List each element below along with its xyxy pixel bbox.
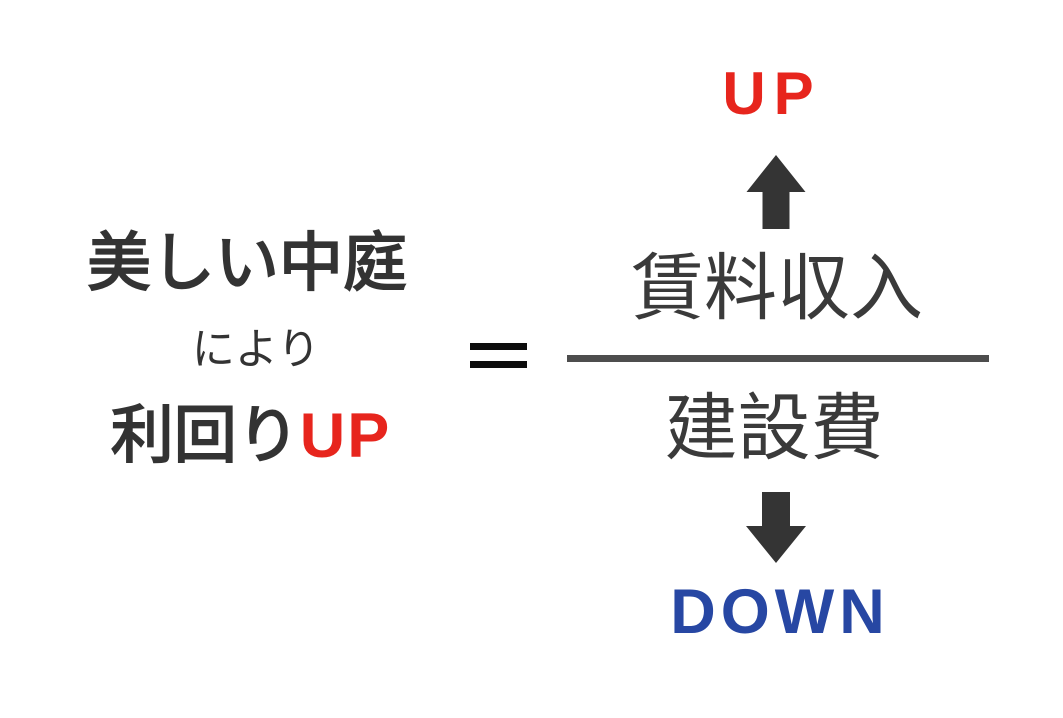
equals-top-bar xyxy=(470,343,527,350)
denominator-trend-label: DOWN xyxy=(670,577,890,647)
fraction-line xyxy=(567,355,989,362)
numerator-trend-label: UP xyxy=(722,60,822,127)
equals-bottom-bar xyxy=(470,361,527,368)
up-arrow-icon xyxy=(746,155,806,229)
result-label: 利回り xyxy=(110,401,300,471)
down-arrow-icon xyxy=(746,492,806,563)
result-up-label: UP xyxy=(299,401,392,471)
denominator-text: 建設費 xyxy=(664,388,884,469)
equals-sign xyxy=(470,343,527,368)
result-text: 利回りUP xyxy=(111,405,392,468)
headline-text: 美しい中庭 xyxy=(87,227,407,299)
numerator-text: 賃料収入 xyxy=(631,248,923,329)
connector-text: により xyxy=(191,326,321,374)
